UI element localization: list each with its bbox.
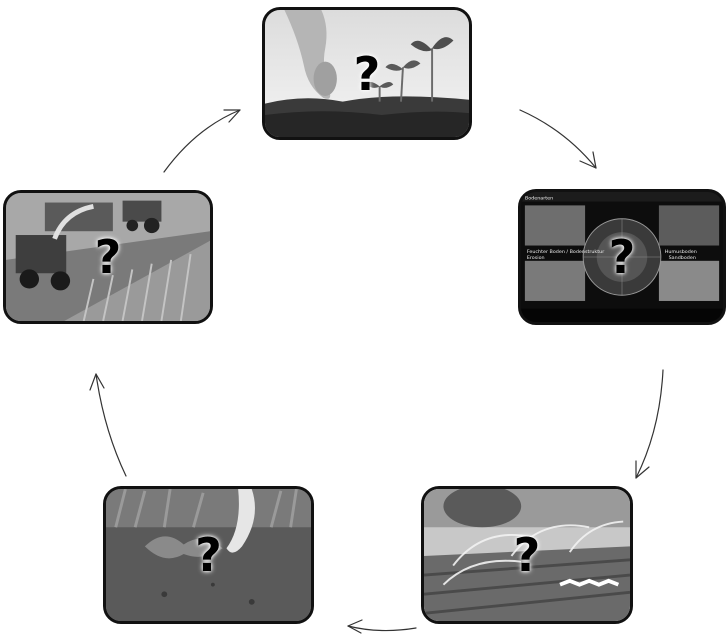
irrigation-stage-card: ?: [421, 486, 633, 624]
arrow-harvest-to-planting: [163, 109, 241, 173]
arrow-planting-to-soil-head: [579, 151, 597, 169]
arrow-planting-to-soil: [519, 109, 597, 169]
weeding-photo: [106, 489, 311, 621]
planting-photo: [265, 10, 469, 137]
irrigation-question-mark: ?: [513, 528, 541, 582]
arrow-irrigation-to-weeding-head: [347, 619, 363, 634]
soil-stage-card: Bodenarten Feuchter Boden / Bodenstruktu…: [518, 189, 726, 325]
planting-stage-card: ?: [262, 7, 472, 140]
weeding-stage-card: ?: [103, 486, 314, 624]
soil-types-photo: Bodenarten Feuchter Boden / Bodenstruktu…: [521, 192, 723, 322]
soil-item-label: Humusboden: [665, 249, 697, 255]
soil-item-label: Erosion: [527, 255, 545, 261]
arrow-soil-to-irrigation: [635, 369, 664, 479]
harvest-photo: [6, 193, 210, 321]
irrigation-photo: [424, 489, 630, 621]
arrow-harvest-to-planting-head: [223, 109, 241, 123]
arrow-irrigation-to-weeding: [347, 625, 417, 632]
soil-panel-header: Bodenarten: [525, 196, 553, 202]
arrow-soil-to-irrigation-head: [635, 460, 650, 479]
soil-question-mark: ?: [608, 230, 636, 284]
soil-item-label: Feuchter Boden / Bodenstruktur: [527, 249, 604, 255]
harvest-question-mark: ?: [94, 230, 122, 284]
soil-item-label: Sandboden: [669, 255, 696, 261]
weeding-question-mark: ?: [195, 528, 222, 582]
arrow-weeding-to-harvest: [95, 373, 127, 477]
planting-question-mark: ?: [353, 46, 381, 101]
arrow-weeding-to-harvest-head: [89, 373, 105, 391]
harvest-stage-card: ?: [3, 190, 213, 324]
